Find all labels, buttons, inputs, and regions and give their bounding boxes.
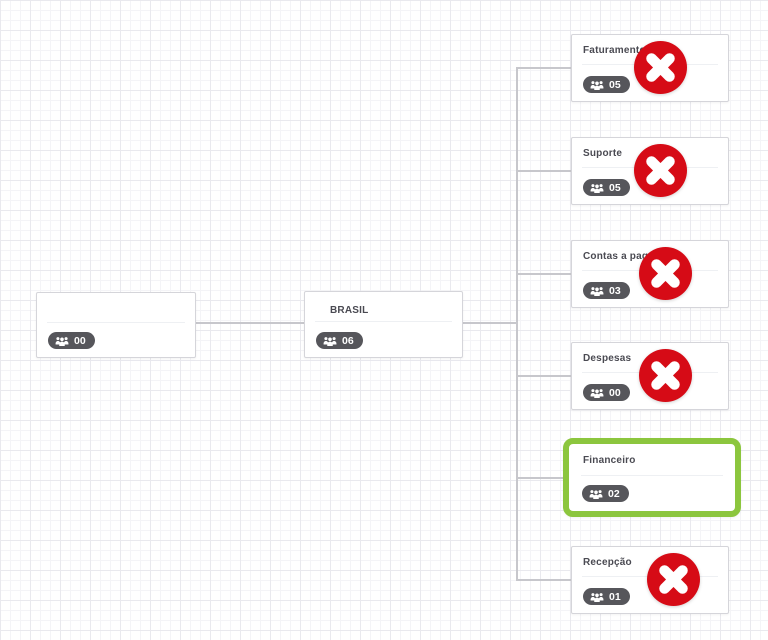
member-count: 06: [342, 334, 354, 347]
connector-elbow: [517, 375, 571, 377]
member-count: 01: [609, 590, 621, 603]
x-icon: [659, 565, 688, 594]
member-count: 05: [609, 181, 621, 194]
node-title: Despesas: [583, 353, 632, 364]
member-count-badge: 06: [316, 332, 363, 349]
node-title: Recepção: [583, 557, 632, 568]
org-node-brasil[interactable]: BRASIL 06: [304, 291, 463, 358]
divider: [47, 322, 185, 323]
group-icon: [590, 388, 604, 398]
group-icon: [590, 80, 604, 90]
node-title: Contas a pagar: [583, 251, 659, 262]
connector-root-to-parent: [196, 322, 304, 324]
x-icon: [651, 259, 680, 288]
member-count-badge: 05: [583, 76, 630, 93]
x-icon: [646, 53, 675, 82]
member-count: 02: [608, 487, 620, 500]
org-node-financeiro-selected[interactable]: Financeiro 02: [563, 438, 741, 517]
group-icon: [590, 286, 604, 296]
member-count: 00: [74, 334, 86, 347]
member-count: 05: [609, 78, 621, 91]
divider: [315, 321, 452, 322]
member-count-badge: 00: [48, 332, 95, 349]
member-count: 03: [609, 284, 621, 297]
divider: [581, 475, 723, 476]
group-icon: [323, 336, 337, 346]
group-icon: [590, 183, 604, 193]
node-title: Financeiro: [583, 455, 636, 466]
connector-elbow: [517, 170, 571, 172]
delete-node-button-contas-a-pagar[interactable]: [639, 247, 692, 300]
connector-elbow: [517, 67, 571, 69]
connector-parent-to-trunk: [463, 322, 517, 324]
org-node-root[interactable]: 00: [36, 292, 196, 358]
member-count: 00: [609, 386, 621, 399]
connector-elbow: [517, 579, 571, 581]
x-icon: [651, 361, 680, 390]
delete-node-button-recepcao[interactable]: [647, 553, 700, 606]
group-icon: [590, 592, 604, 602]
connector-trunk: [516, 67, 518, 581]
delete-node-button-suporte[interactable]: [634, 144, 687, 197]
node-title: Suporte: [583, 148, 623, 159]
group-icon: [55, 336, 69, 346]
connector-elbow: [517, 477, 563, 479]
group-icon: [589, 489, 603, 499]
connector-elbow: [517, 273, 571, 275]
node-title: BRASIL: [330, 305, 369, 316]
x-icon: [646, 156, 675, 185]
delete-node-button-faturamento[interactable]: [634, 41, 687, 94]
member-count-badge: 05: [583, 179, 630, 196]
member-count-badge: 03: [583, 282, 630, 299]
delete-node-button-despesas[interactable]: [639, 349, 692, 402]
node-title: Faturamento: [583, 45, 646, 56]
member-count-badge: 02: [582, 485, 629, 502]
member-count-badge: 01: [583, 588, 630, 605]
member-count-badge: 00: [583, 384, 630, 401]
